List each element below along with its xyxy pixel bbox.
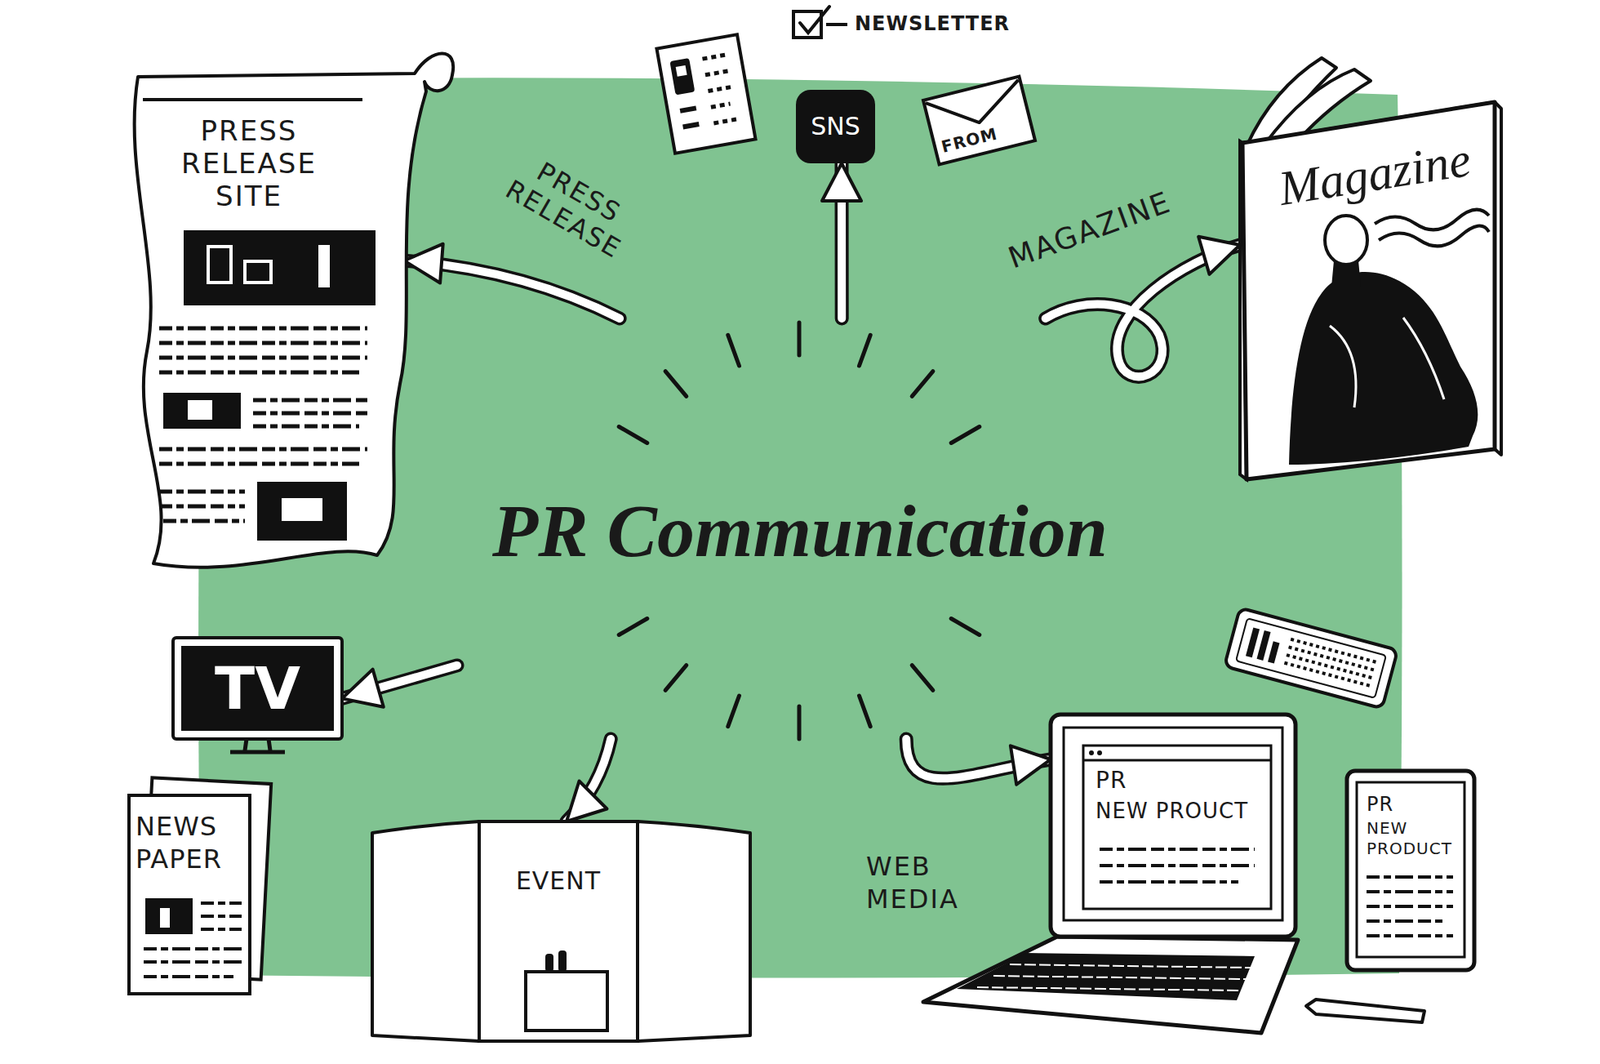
arrow-connector: [566, 738, 611, 822]
laptop: PRNEW PROUCT: [1050, 714, 1296, 939]
newspaper: NEWS PAPER: [127, 780, 268, 996]
central-hub: PR Communication: [457, 318, 1143, 739]
magazine-book-art: [1240, 56, 1500, 485]
arrow-connector: [906, 738, 1051, 785]
node-text: PR: [1366, 791, 1457, 817]
arrow-connector: [404, 244, 620, 319]
tablet-art: [1346, 770, 1475, 970]
event-booth: EVENT: [372, 821, 751, 1041]
node-text: NEW PROUCT: [1095, 797, 1267, 824]
node-text: PR: [1095, 766, 1259, 795]
checkbox-icon: [793, 6, 848, 38]
arrow-head: [566, 781, 608, 823]
node-text: PR Communication: [457, 477, 1143, 584]
arrow-connector: [1045, 236, 1240, 377]
phone-device: [1224, 607, 1398, 708]
node-text: NEW PRODUCT: [1366, 817, 1457, 859]
arrow-head: [404, 244, 444, 284]
laptop-art: [1050, 714, 1296, 939]
sns-icon: SNS: [795, 89, 876, 164]
arrow-head: [822, 163, 862, 201]
node-text: NEWS PAPER: [135, 809, 247, 876]
tv-set: TV: [173, 637, 343, 739]
arrow-connector: [342, 665, 458, 707]
arrow-body: [566, 738, 611, 822]
business-card: [656, 34, 756, 153]
node-text: PRESS RELEASE SITE: [155, 114, 343, 213]
tablet: PRNEW PRODUCT: [1346, 770, 1475, 970]
arrow-outline: [566, 738, 611, 822]
stylus: [1306, 999, 1425, 1023]
node-text: SNS: [795, 89, 876, 164]
arrow-connector: [822, 163, 862, 319]
note-label: NEWSLETTER: [854, 11, 1010, 36]
arrow-head: [1198, 236, 1240, 275]
arrow-head: [342, 669, 384, 707]
edge-label: WEB MEDIA: [866, 849, 981, 916]
arrow-head: [1010, 745, 1051, 784]
event-booth-art: [372, 821, 751, 1041]
press-release-scroll: PRESS RELEASE SITE: [122, 40, 405, 567]
node-text: EVENT: [479, 866, 638, 896]
node-text: TV: [173, 637, 343, 739]
magazine-book: Magazine: [1240, 56, 1500, 485]
